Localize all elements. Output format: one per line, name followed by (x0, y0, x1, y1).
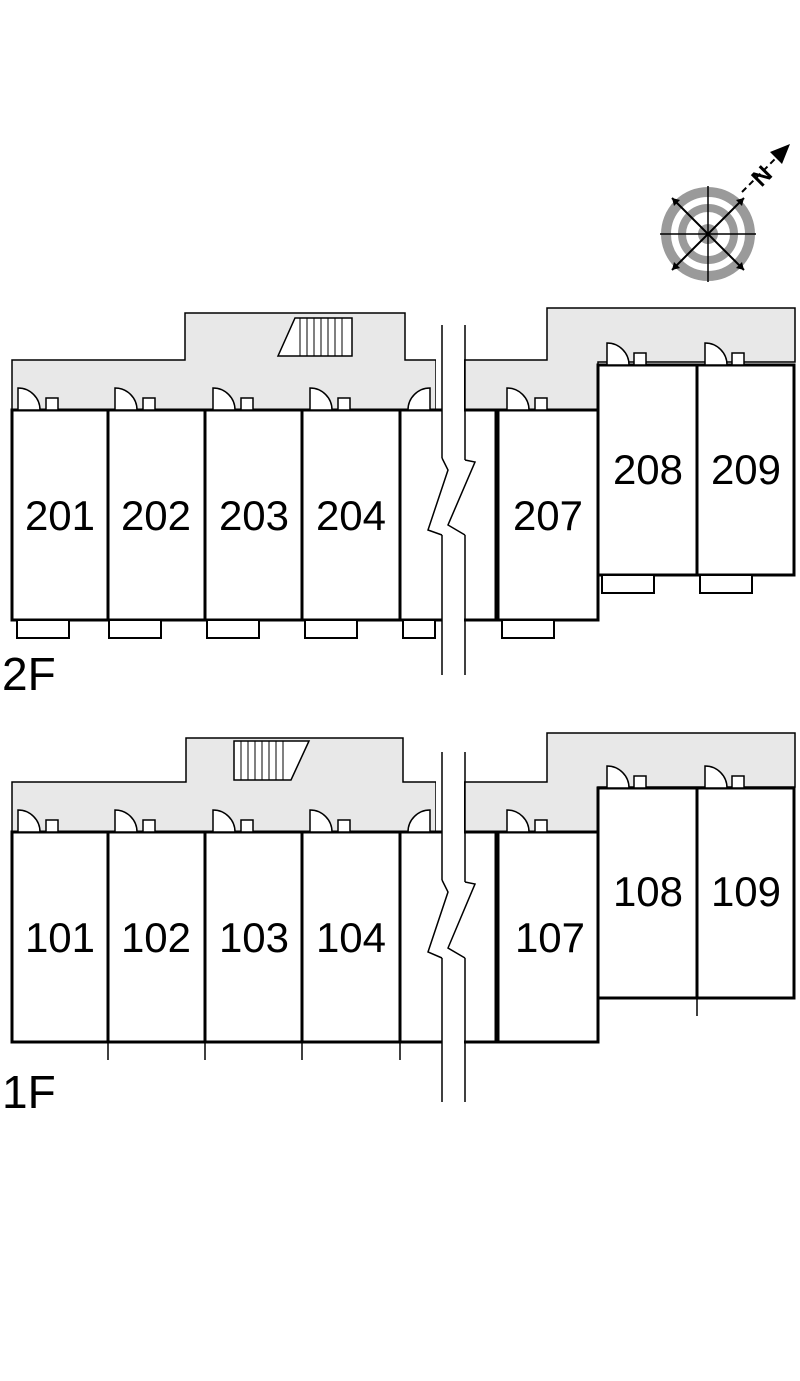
unit-label: 203 (219, 492, 289, 539)
unit-label: 101 (25, 914, 95, 961)
staircase-1f (233, 740, 311, 781)
unit-label: 109 (711, 868, 781, 915)
unit-label: 107 (515, 914, 585, 961)
north-label: N (747, 161, 778, 192)
unit-label: 108 (613, 868, 683, 915)
unit-label: 102 (121, 914, 191, 961)
unit-label: 104 (316, 914, 386, 961)
floor-2f: 201 202 203 204 207 208 209 2F (2, 307, 796, 700)
unit-label: 207 (513, 492, 583, 539)
unit-label: 208 (613, 446, 683, 493)
floor-label-2f: 2F (2, 648, 56, 700)
break-gap-2f (427, 325, 500, 680)
floor-1f: 101 102 103 104 107 108 109 1F (2, 732, 796, 1118)
staircase-2f (276, 317, 353, 357)
unit-label: 204 (316, 492, 386, 539)
break-gap-1f (427, 752, 500, 1104)
unit-label: 209 (711, 446, 781, 493)
unit-label: 103 (219, 914, 289, 961)
north-arrow-compass-icon: N (660, 144, 790, 282)
floor-label-1f: 1F (2, 1066, 56, 1118)
unit-label: 202 (121, 492, 191, 539)
unit-label: 201 (25, 492, 95, 539)
